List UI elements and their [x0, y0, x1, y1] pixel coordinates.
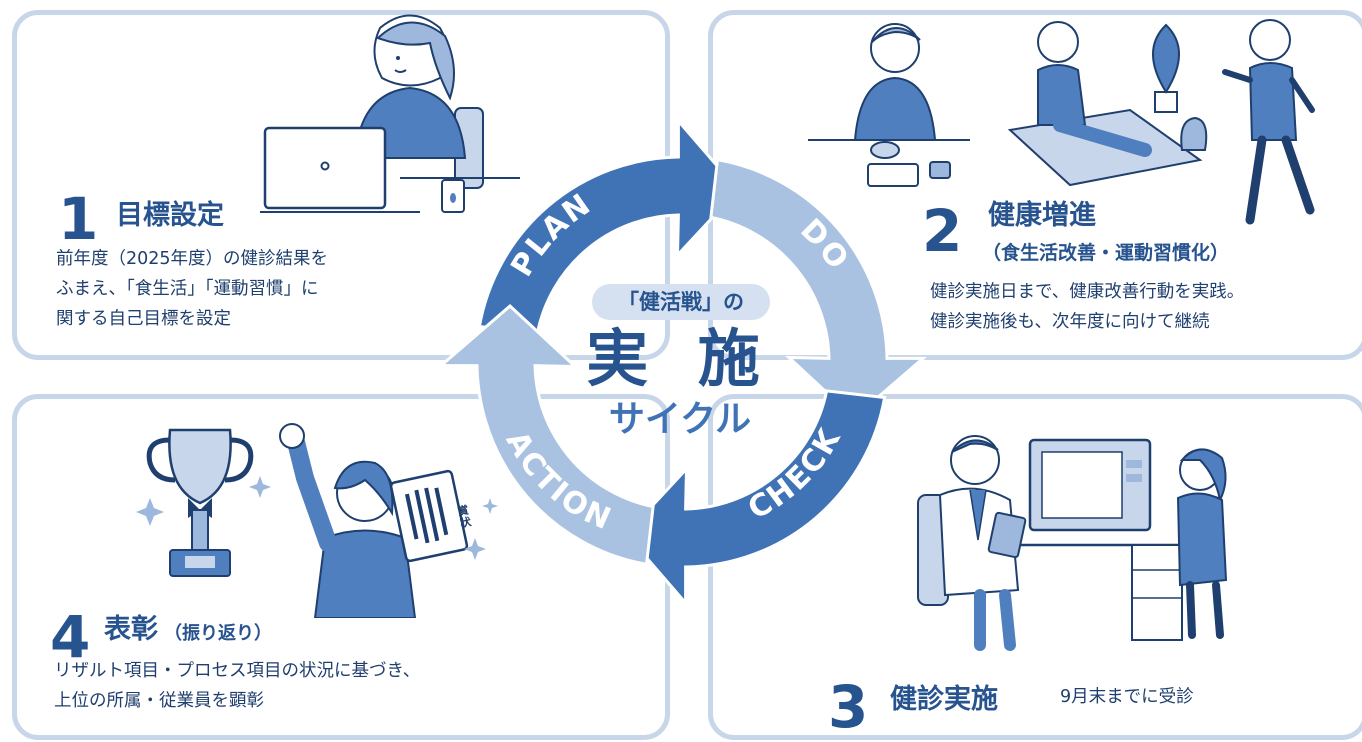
step3-number: 3	[828, 673, 869, 741]
step4-line: リザルト項目・プロセス項目の状況に基づき、	[54, 661, 421, 681]
step1-line: 前年度（2025年度）の健診結果を	[56, 249, 329, 269]
step1-number: 1	[58, 185, 99, 253]
step3-note: 9月末までに受診	[1060, 687, 1194, 707]
step1-line: 関する自己目標を設定	[56, 309, 231, 329]
step2-subtitle: （食生活改善・運動習慣化）	[982, 242, 1230, 264]
pdca-cycle: PLAN DO CHECK ACTION	[438, 118, 926, 606]
check-arrow	[623, 389, 887, 606]
center-subtitle: サイクル	[608, 399, 752, 440]
step2-number: 2	[922, 197, 963, 265]
center-title: 実 施	[586, 322, 774, 395]
step4-description: リザルト項目・プロセス項目の状況に基づき、 上位の所属・従業員を顕彰	[54, 656, 420, 716]
doctor-consultation-illustration	[917, 435, 1228, 651]
action-arrow	[438, 303, 655, 567]
step4-title: 表彰	[104, 614, 158, 645]
step2-line: 健診実施後も、次年度に向けて継続	[930, 312, 1210, 332]
step3-title: 健診実施	[890, 684, 998, 715]
step2-title: 健康増進	[988, 200, 1096, 231]
healthy-lifestyle-illustration	[808, 19, 1315, 225]
step1-description: 前年度（2025年度）の健診結果を ふまえ、「食生活」「運動習慣」に 関する自己…	[56, 244, 328, 334]
woman-laptop-illustration	[260, 14, 520, 213]
step1-line: ふまえ、「食生活」「運動習慣」に	[56, 279, 319, 299]
plan-arrow	[477, 118, 741, 335]
do-arrow	[709, 157, 926, 421]
center-badge: 「健活戦」の	[592, 284, 770, 320]
step2-line: 健診実施日まで、健康改善行動を実践。	[930, 282, 1245, 302]
step4-title-suffix: （振り返り）	[164, 623, 272, 644]
award-illustration	[136, 423, 498, 618]
step4-line: 上位の所属・従業員を顕彰	[54, 691, 264, 711]
step4-number: 4	[50, 603, 91, 671]
step2-description: 健診実施日まで、健康改善行動を実践。 健診実施後も、次年度に向けて継続	[930, 277, 1244, 337]
step1-title: 目標設定	[116, 200, 224, 231]
